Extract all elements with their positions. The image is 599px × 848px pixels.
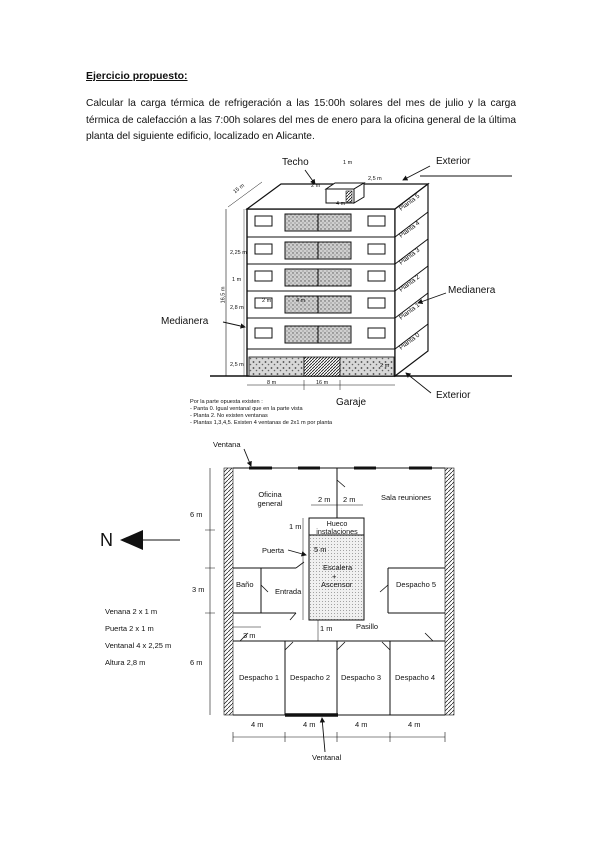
dim-3m-bano: 3 m (243, 631, 256, 640)
dim-2m-b: 2 m (343, 495, 356, 504)
room-puerta: Puerta (262, 546, 285, 555)
exercise-statement: Calcular la carga térmica de refrigeraci… (86, 98, 516, 142)
exercise-heading: Ejercicio propuesto: (86, 70, 188, 82)
room-hueco: Hueco instalaciones (316, 519, 358, 536)
room-despacho2: Despacho 2 (290, 673, 331, 682)
dim-6m-bottom: 6 m (190, 658, 203, 667)
room-pasillo: Pasillo (356, 622, 379, 631)
exterior-bottom-label: Exterior (436, 390, 471, 401)
room-escalera: Escalera (323, 563, 353, 572)
dim-roof-h: 2 m (311, 183, 321, 189)
room-despacho5: Despacho 5 (396, 580, 437, 589)
north-label: N (100, 530, 113, 550)
exterior-top-label: Exterior (436, 156, 471, 167)
dim-3m-left: 3 m (192, 585, 205, 594)
dim-1m-pasillo: 1 m (320, 624, 333, 633)
dim-roof-l: 4 m (336, 201, 346, 207)
dim-garage-2m: 2 m (380, 363, 390, 369)
dim-front-8m: 8 m (267, 380, 277, 386)
dim-front-16m: 16 m (316, 380, 329, 386)
dim-4m-c: 4 m (355, 720, 368, 729)
garaje-label: Garaje (336, 397, 367, 408)
room-despacho4: Despacho 4 (395, 673, 436, 682)
room-plus: + (332, 572, 337, 581)
dim-floor-h: 2,25 m (230, 250, 247, 256)
dim-5m: 5 m (314, 545, 327, 554)
dim-win-2m: 2 m (262, 298, 272, 304)
room-despacho1: Despacho 1 (239, 673, 280, 682)
room-ascensor: Ascensor (321, 580, 353, 589)
room-despacho3: Despacho 3 (341, 673, 382, 682)
medianera-left-label: Medianera (161, 316, 209, 327)
dim-1m-hueco: 1 m (289, 522, 302, 531)
dim-roof-w: 1 m (343, 160, 353, 166)
room-entrada: Entrada (275, 587, 302, 596)
dim-4m-a: 4 m (251, 720, 264, 729)
building-notes: Por la parte opuesta existen : - Panta 0… (190, 399, 333, 426)
dim-ground-h: 2,5 m (230, 362, 244, 368)
dim-win-4m: 4 m (296, 298, 306, 304)
dim-6m-top: 6 m (190, 510, 203, 519)
dim-4m-d: 4 m (408, 720, 421, 729)
ventanal-label: Ventanal (312, 753, 342, 762)
room-sala: Sala reuniones (381, 493, 432, 502)
room-oficina: Oficina general (257, 490, 283, 508)
dim-win-1m: 1 m (232, 277, 242, 283)
dim-floor-28: 2,8 m (230, 305, 244, 311)
dim-2m-a: 2 m (318, 495, 331, 504)
dim-roof-d: 2,5 m (368, 176, 382, 182)
medianera-right-label: Medianera (448, 285, 496, 296)
ventana-label: Ventana (213, 440, 241, 449)
dim-4m-b: 4 m (303, 720, 316, 729)
plan-legend: Venana 2 x 1 m Puerta 2 x 1 m Ventanal 4… (105, 607, 172, 667)
techo-label: Techo (282, 157, 309, 168)
room-bano: Baño (236, 580, 254, 589)
